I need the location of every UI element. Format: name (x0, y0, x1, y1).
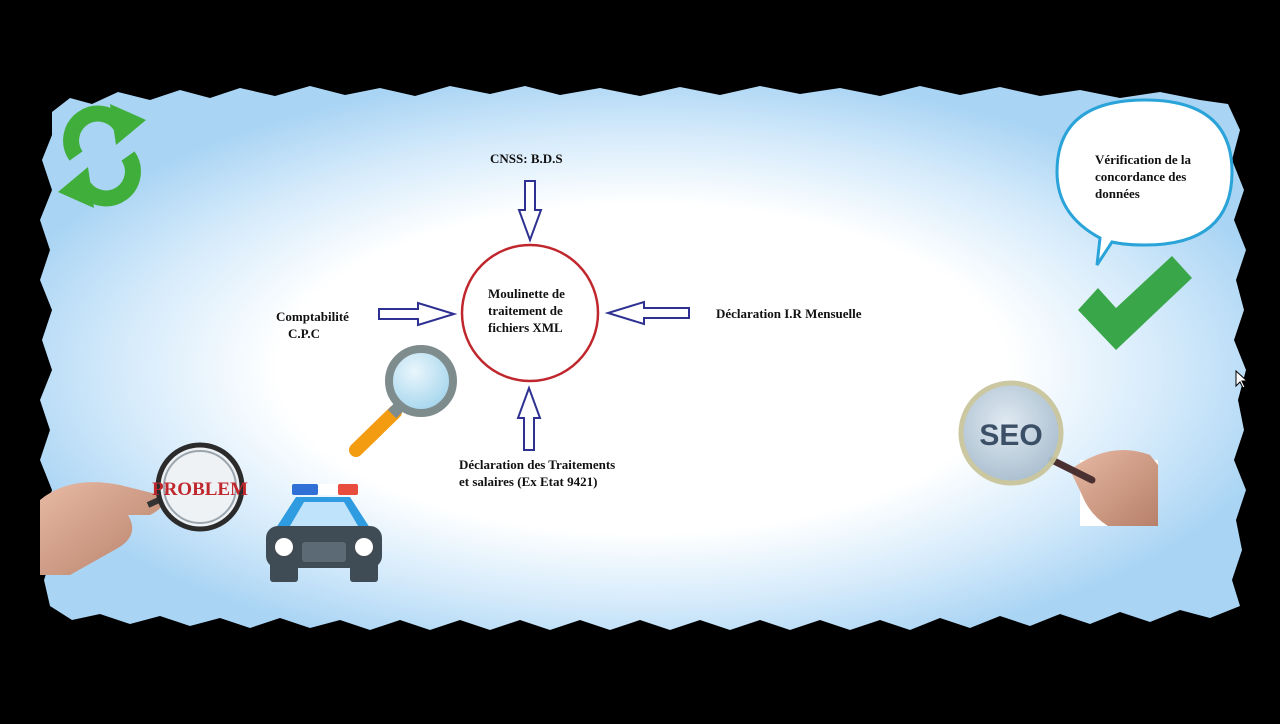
bottom-label: Déclaration des Traitements et salaires … (459, 456, 615, 490)
seo-text: SEO (979, 419, 1042, 452)
center-label-line1: Moulinette de (488, 286, 565, 301)
police-car-icon (266, 484, 382, 582)
speech-bubble (1055, 98, 1234, 266)
check-mark-icon (1078, 256, 1192, 350)
bottom-label-line1: Déclaration des Traitements (459, 457, 616, 472)
magnifier-icon (349, 345, 457, 457)
center-label-line3: fichiers XML (488, 320, 563, 335)
arrow-bottom (516, 385, 542, 451)
bottom-label-line2: et salaires (Ex Etat 9421) (459, 474, 598, 489)
arrow-top (517, 180, 543, 243)
arrow-right (604, 300, 690, 326)
problem-text: PROBLEM (152, 479, 248, 500)
speech-bubble-text: Vérification de la concordance des donné… (1095, 151, 1191, 202)
arrow-left (378, 301, 458, 327)
problem-magnifier-hand-image: PROBLEM (40, 442, 248, 575)
refresh-icon (58, 104, 146, 208)
left-label-line1: Comptabilité (276, 309, 349, 324)
speech-bubble-line2: concordance des (1095, 169, 1187, 184)
right-label: Déclaration I.R Mensuelle (716, 306, 862, 321)
top-label: CNSS: B.D.S (490, 151, 563, 166)
speech-bubble-line3: données (1095, 186, 1140, 201)
left-label: Comptabilité C.P.C (276, 308, 349, 342)
left-label-line2: C.P.C (288, 326, 321, 341)
speech-bubble-line1: Vérification de la (1095, 152, 1192, 167)
seo-magnifier-hand-image: SEO (958, 380, 1158, 526)
mouse-cursor-icon (1235, 370, 1249, 389)
center-circle (460, 243, 600, 383)
center-label-line2: traitement de (488, 303, 563, 318)
center-label: Moulinette de traitement de fichiers XML (488, 285, 565, 336)
